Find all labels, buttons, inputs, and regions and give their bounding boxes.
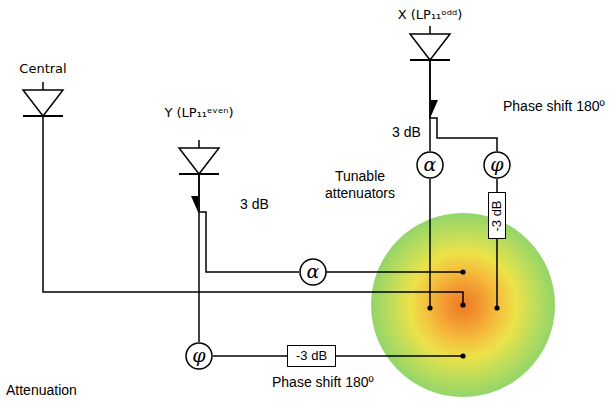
phase-shifter-circle: φ bbox=[483, 151, 511, 179]
symbol-text: φ bbox=[483, 151, 511, 179]
photodiode-lead bbox=[198, 140, 200, 148]
signal-wire bbox=[199, 174, 299, 272]
circle-shape bbox=[300, 259, 326, 285]
circle-shape bbox=[186, 343, 212, 369]
coupler-wedge bbox=[431, 100, 438, 116]
photodiode-symbol bbox=[21, 82, 65, 118]
signal-wire bbox=[213, 355, 287, 357]
fiber-dot bbox=[427, 305, 432, 310]
fiber-dot bbox=[460, 353, 465, 358]
central-wire bbox=[43, 116, 463, 305]
annotation-label: Phase shift 180º bbox=[503, 98, 605, 115]
symbol-text: -3 dB bbox=[489, 200, 505, 231]
photodiode: Y (LP₁₁ᵉᵛᵉⁿ) bbox=[164, 104, 233, 176]
photodiode-symbol bbox=[408, 26, 452, 62]
fiber-cross-section bbox=[371, 213, 555, 397]
symbol-text: φ bbox=[185, 342, 213, 370]
fiber-dot bbox=[460, 269, 465, 274]
fiber-dot bbox=[494, 305, 499, 310]
photodiode: X (LP₁₁ᵒᵈᵈ) bbox=[398, 6, 463, 62]
phase-shifter-circle: φ bbox=[185, 342, 213, 370]
signal-wire bbox=[430, 60, 497, 151]
y-attenuator-wire bbox=[320, 271, 463, 273]
photodiode-lead bbox=[429, 26, 431, 34]
annotation-label: Attenuation bbox=[6, 382, 77, 399]
attenuator-circle: α bbox=[299, 258, 327, 286]
symbol-text: α bbox=[299, 258, 327, 286]
signal-wire bbox=[496, 179, 498, 192]
photodiode-triangle bbox=[179, 148, 219, 174]
photodiode-triangle bbox=[410, 34, 450, 60]
annotation-label: 3 dB bbox=[392, 124, 421, 141]
attenuation-box: -3 dB bbox=[488, 192, 506, 239]
circle-shape bbox=[484, 152, 510, 178]
annotation-label: Tunable attenuators bbox=[316, 168, 404, 202]
photodiode-lead bbox=[42, 82, 44, 90]
annotation-label: 3 dB bbox=[240, 196, 269, 213]
photodiode-bar bbox=[179, 173, 219, 175]
photodiode-bar bbox=[23, 115, 63, 117]
x-attenuator-wire bbox=[429, 179, 431, 308]
symbol-text: -3 dB bbox=[296, 348, 327, 364]
annotation-label: Phase shift 180º bbox=[272, 374, 374, 391]
photodiode-triangle bbox=[23, 90, 63, 116]
coupler-wedge bbox=[191, 196, 198, 212]
fiber-dot bbox=[460, 302, 465, 307]
attenuation-box: -3 dB bbox=[287, 345, 336, 367]
circle-shape bbox=[417, 152, 443, 178]
signal-wire bbox=[198, 174, 200, 342]
photodiode-bar bbox=[410, 59, 450, 61]
symbol-text: α bbox=[416, 151, 444, 179]
detector-label: X (LP₁₁ᵒᵈᵈ) bbox=[398, 6, 463, 24]
photodiode-symbol bbox=[177, 140, 221, 176]
detector-label: Central bbox=[19, 60, 66, 78]
detector-label: Y (LP₁₁ᵉᵛᵉⁿ) bbox=[164, 104, 233, 122]
attenuator-circle: α bbox=[416, 151, 444, 179]
photodiode: Central bbox=[19, 60, 66, 118]
